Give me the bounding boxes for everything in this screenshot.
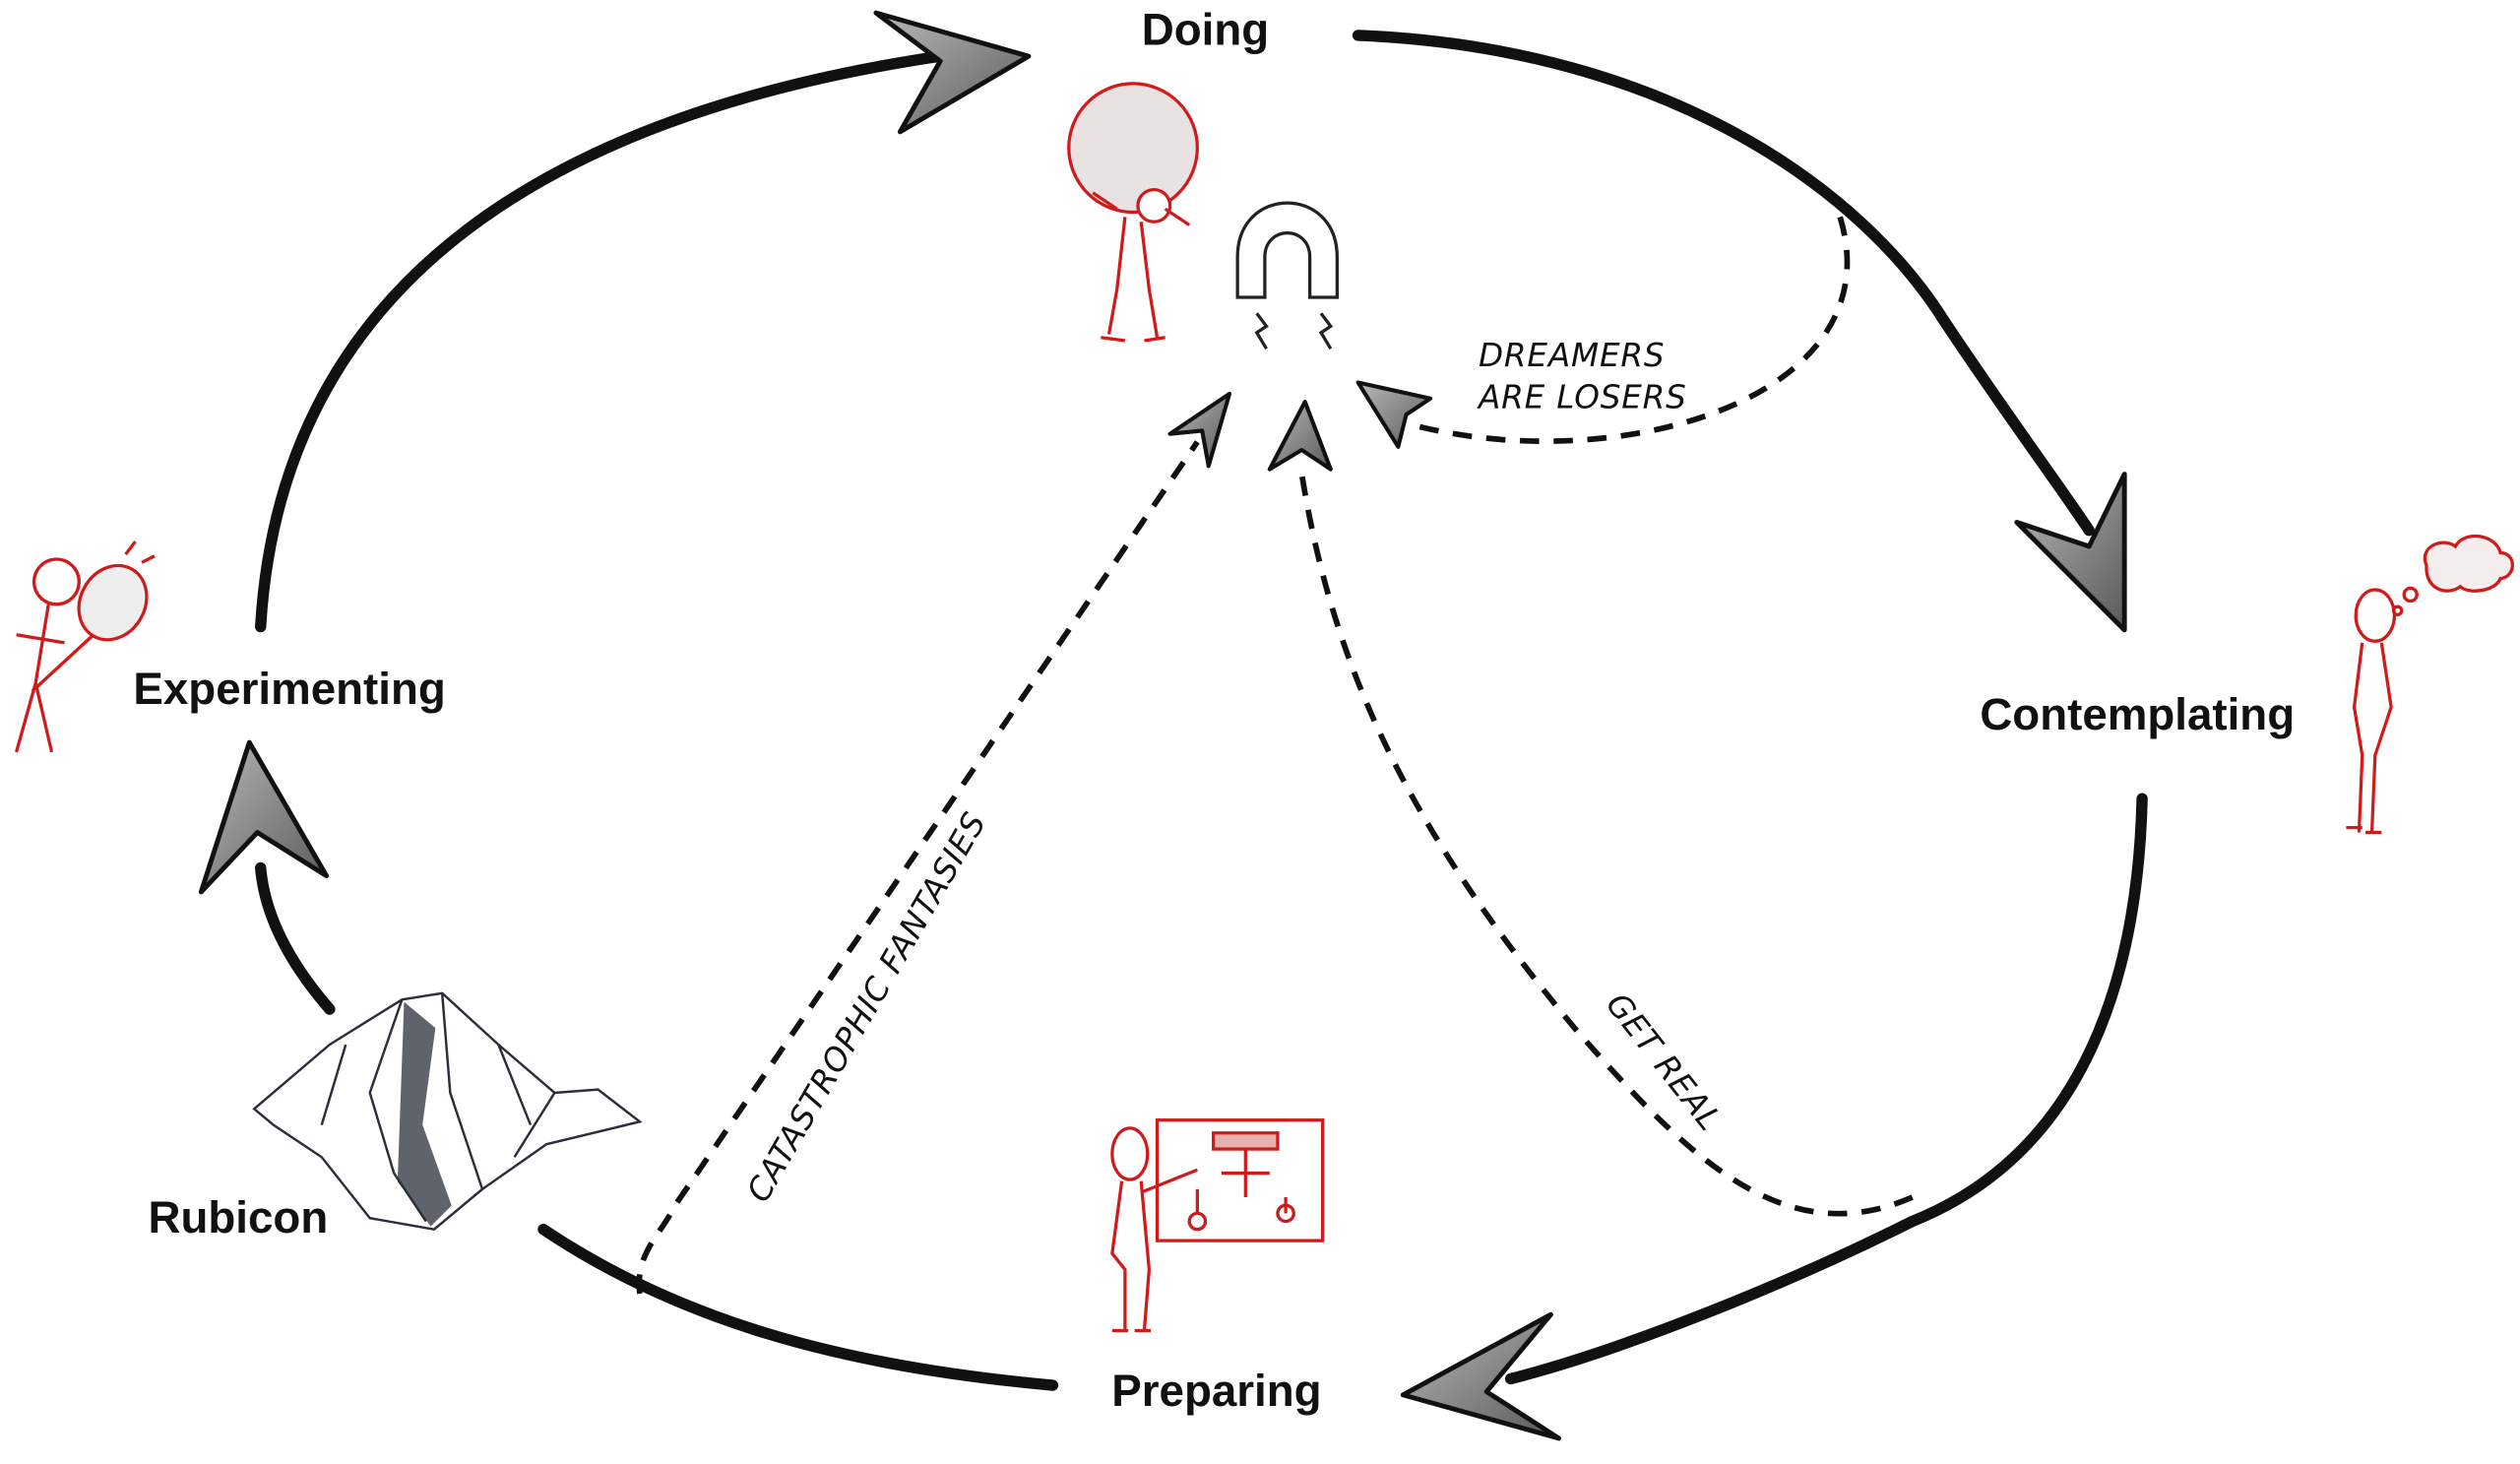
- mountain-icon: [252, 991, 643, 1231]
- arrowhead-to-preparing: [1400, 1311, 1562, 1441]
- stage-label-experimenting: Experimenting: [133, 664, 445, 714]
- arc-preparing-to-rubicon: [537, 1223, 1059, 1391]
- arc-doing-to-contemplating: [1352, 30, 2095, 537]
- stage-label-rubicon: Rubicon: [149, 1192, 329, 1242]
- arrowhead-get-real: [1267, 400, 1333, 472]
- dashed-get-real: [1298, 474, 1914, 1217]
- note-dreamers-line1: DREAMERS: [1479, 337, 1665, 374]
- arrowhead-to-experimenting: [198, 739, 330, 895]
- note-catastrophic-fantasies: CATASTROPHIC FANTASIES: [739, 805, 993, 1208]
- thinking-person-icon: [2346, 534, 2514, 835]
- arrowhead-to-contemplating: [2014, 472, 2127, 633]
- stage-label-contemplating: Contemplating: [1980, 689, 2295, 739]
- arrowhead-to-doing: [873, 10, 1032, 135]
- stage-label-doing: Doing: [1142, 5, 1269, 55]
- arrowhead-dreamers: [1355, 380, 1433, 449]
- boulder-carrier-figure-icon: [1067, 82, 1199, 343]
- stage-label-preparing: Preparing: [1111, 1366, 1321, 1416]
- magnet-icon: [1235, 201, 1339, 350]
- whiteboard-presenter-icon: [1110, 1118, 1325, 1333]
- arc-contemplating-to-preparing: [1504, 793, 2148, 1385]
- dashed-catastrophic-fantasies: [636, 440, 1200, 1295]
- note-dreamers-line2: ARE LOSERS: [1477, 379, 1687, 416]
- arc-experimenting-to-doing: [255, 50, 946, 633]
- dashed-dreamers-are-losers: [1397, 216, 1851, 444]
- note-get-real: GET REAL: [1599, 986, 1729, 1138]
- magnifier-person-icon: [15, 541, 156, 753]
- arc-rubicon-to-experimenting: [255, 861, 336, 1015]
- arrowhead-catastrophic: [1167, 391, 1232, 469]
